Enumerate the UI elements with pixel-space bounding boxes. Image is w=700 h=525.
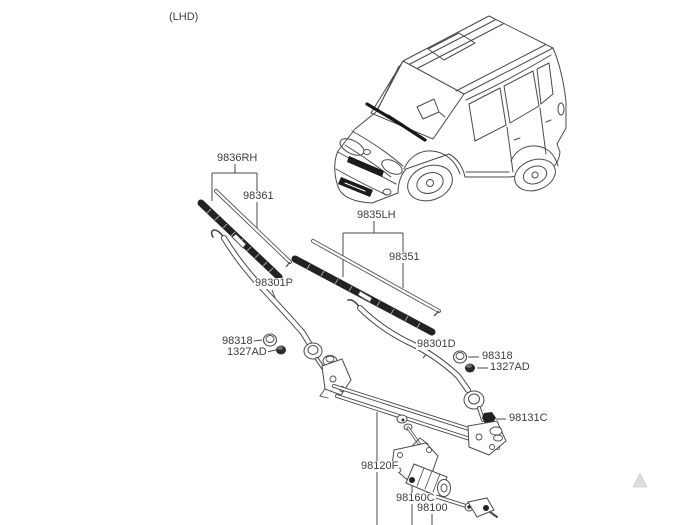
label-linkage-assembly: 98120F (360, 460, 400, 472)
drive-variant-note: (LHD) (169, 11, 199, 23)
label-blade-assembly-rh: 9836RH (216, 152, 259, 164)
label-wiper-arm-p: 98301P (254, 277, 294, 289)
wiper-arm-d (347, 299, 485, 422)
wiper-motor (391, 437, 498, 518)
label-motor-crank: 98160C (395, 492, 436, 504)
label-wiper-arm-d: 98301D (416, 338, 457, 350)
pivot-nut-right (465, 363, 475, 373)
label-pivot-nut-right: 1327AD (489, 361, 531, 373)
label-blade-refill-lh: 98351 (388, 251, 421, 263)
pivot-cap-left (262, 333, 278, 347)
pivot-cap-right (452, 350, 468, 364)
pivot-nut-left (276, 345, 286, 355)
linkage-assembly (319, 355, 507, 458)
wiper-refill-rh (214, 189, 292, 268)
label-pivot-cap-right: 98318 (481, 350, 514, 362)
watermark-triangle (632, 472, 648, 488)
label-pivot-nut-left: 1327AD (226, 346, 268, 358)
label-mounting-bolt: 98131C (508, 412, 549, 424)
wiper-blade-rh (197, 199, 283, 281)
label-blade-refill-rh: 98361 (242, 190, 275, 202)
motor-crank (426, 492, 498, 518)
car-illustration (334, 15, 567, 204)
wiper-arm-p (210, 229, 325, 370)
wiper-refill-lh (311, 239, 441, 317)
label-wiper-motor: 98100 (416, 502, 449, 514)
label-blade-assembly-lh: 9835LH (356, 209, 397, 221)
label-pivot-cap-left: 98318 (221, 335, 254, 347)
wiper-blade-lh (291, 255, 436, 336)
